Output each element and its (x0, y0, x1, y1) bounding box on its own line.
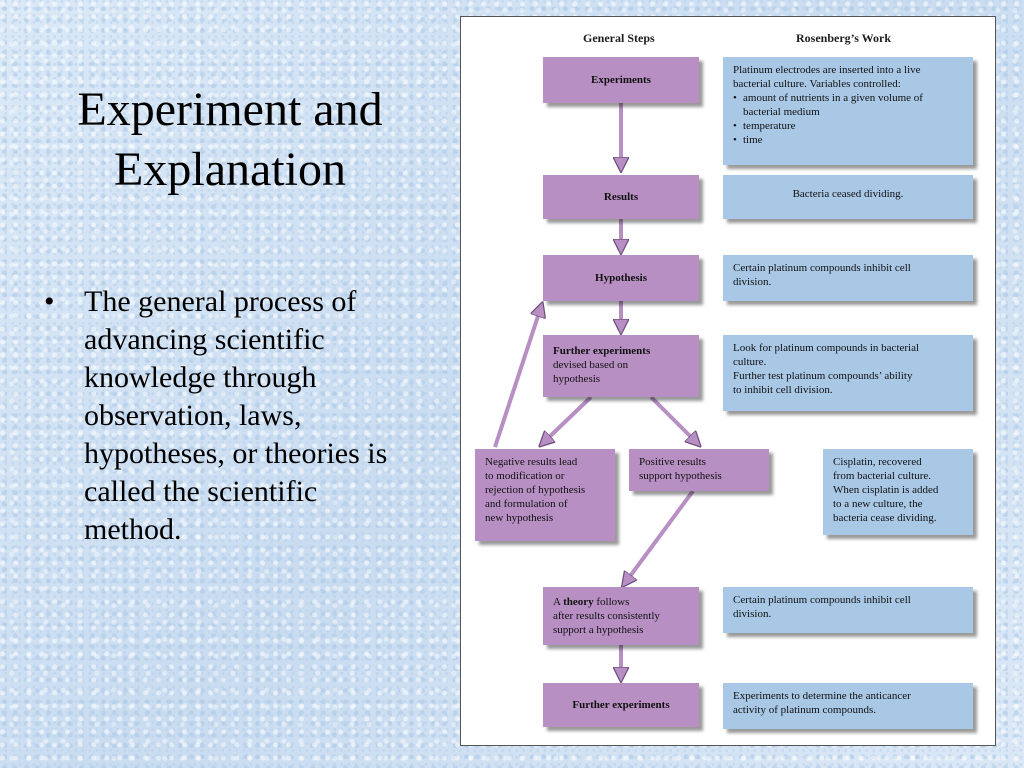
slide-title: Experiment and Explanation (20, 80, 440, 200)
theory-keyword: theory (563, 596, 594, 608)
step-experiments: Experiments (543, 57, 699, 103)
theory-pre: A (553, 596, 561, 608)
work-experiments-intro: Platinum electrodes are inserted into a … (733, 64, 921, 76)
step-positive-results: Positive results support hypothesis (629, 449, 769, 491)
work-final-line: Experiments to determine the anticancer (733, 690, 911, 702)
step-hypothesis-label: Hypothesis (595, 272, 647, 284)
step-results: Results (543, 175, 699, 219)
work-final: Experiments to determine the anticancer … (723, 683, 973, 729)
rosenbergs-work-header: Rosenberg’s Work (796, 31, 892, 45)
work-experiments: Platinum electrodes are inserted into a … (723, 57, 973, 165)
negative-line: rejection of hypothesis (485, 484, 586, 496)
work-final-line: activity of platinum compounds. (733, 704, 876, 716)
bullet-icon: • (733, 134, 737, 146)
work-further-line: Look for platinum compounds in bacterial (733, 342, 920, 354)
work-further-line: Further test platinum compounds’ ability (733, 370, 913, 382)
variable-item: • temperature (733, 119, 963, 133)
bullet-icon: • (733, 120, 737, 132)
work-theory-line: division. (733, 608, 772, 620)
variable-item: • time (733, 133, 963, 147)
further-experiments-line-2: hypothesis (553, 373, 601, 385)
theory-line: after results consistently (553, 610, 660, 622)
theory-line-1: A theory follows (553, 595, 689, 609)
bullet-icon: • (733, 92, 737, 104)
positive-line: support hypothesis (639, 470, 722, 482)
work-further-line: culture. (733, 356, 767, 368)
scientific-method-figure: General Steps Rosenberg’s Work Experimen… (460, 16, 996, 746)
work-theory: Certain platinum compounds inhibit cell … (723, 587, 973, 633)
arrow-negative-hypothesis (493, 307, 541, 448)
cisplatin-line: bacteria cease dividing. (833, 512, 937, 524)
step-experiments-label: Experiments (591, 74, 651, 86)
variable-text: bacterial medium (743, 106, 820, 118)
work-theory-line: Certain platinum compounds inhibit cell (733, 594, 911, 606)
negative-line: to modification or (485, 470, 565, 482)
step-further-experiments: Further experiments devised based on hyp… (543, 335, 699, 397)
cisplatin-line: from bacterial culture. (833, 470, 932, 482)
step-negative-results: Negative results lead to modification or… (475, 449, 615, 541)
variables-list: • amount of nutrients in a given volume … (733, 91, 963, 147)
arrow-further-negative (543, 395, 593, 443)
work-hypothesis: Certain platinum compounds inhibit cell … (723, 255, 973, 301)
arrow-positive-theory (625, 489, 695, 583)
negative-line: new hypothesis (485, 512, 554, 524)
further-experiments-line-1: devised based on (553, 359, 629, 371)
cisplatin-line: to a new culture, the (833, 498, 923, 510)
work-results: Bacteria ceased dividing. (723, 175, 973, 219)
bullet-text: The general process of advancing scienti… (84, 285, 388, 546)
work-hypothesis-line: Certain platinum compounds inhibit cell (733, 262, 911, 274)
cisplatin-line: When cisplatin is added (833, 484, 939, 496)
work-experiments-intro: bacterial culture. Variables controlled: (733, 78, 901, 90)
theory-post: follows (596, 596, 630, 608)
work-hypothesis-line: division. (733, 276, 772, 288)
theory-line: support a hypothesis (553, 624, 644, 636)
negative-line: and formulation of (485, 498, 568, 510)
positive-line: Positive results (639, 456, 706, 468)
general-steps-header: General Steps (583, 31, 655, 45)
step-further-experiments-final: Further experiments (543, 683, 699, 727)
step-final-label: Further experiments (572, 699, 670, 711)
variable-text: temperature (743, 120, 796, 132)
variable-text: amount of nutrients in a given volume of (743, 92, 923, 104)
arrow-further-positive (649, 395, 697, 443)
work-further-line: to inhibit cell division. (733, 384, 833, 396)
variable-item: • amount of nutrients in a given volume … (733, 91, 963, 119)
further-experiments-title: Further experiments (553, 345, 651, 357)
negative-line: Negative results lead (485, 456, 578, 468)
work-cisplatin: Cisplatin, recovered from bacterial cult… (823, 449, 973, 535)
work-results-text: Bacteria ceased dividing. (792, 188, 904, 200)
work-further-experiments: Look for platinum compounds in bacterial… (723, 335, 973, 411)
bullet-item: • The general process of advancing scien… (40, 283, 420, 549)
slide-title-text: Experiment and Explanation (77, 83, 383, 196)
flow-arrows (493, 103, 997, 747)
step-results-label: Results (603, 191, 639, 203)
cisplatin-line: Cisplatin, recovered (833, 456, 922, 468)
variable-text: time (743, 134, 763, 146)
step-theory: A theory follows after results consisten… (543, 587, 699, 645)
step-hypothesis: Hypothesis (543, 255, 699, 301)
bullet-icon: • (44, 285, 55, 318)
bullet-list: • The general process of advancing scien… (40, 283, 420, 549)
